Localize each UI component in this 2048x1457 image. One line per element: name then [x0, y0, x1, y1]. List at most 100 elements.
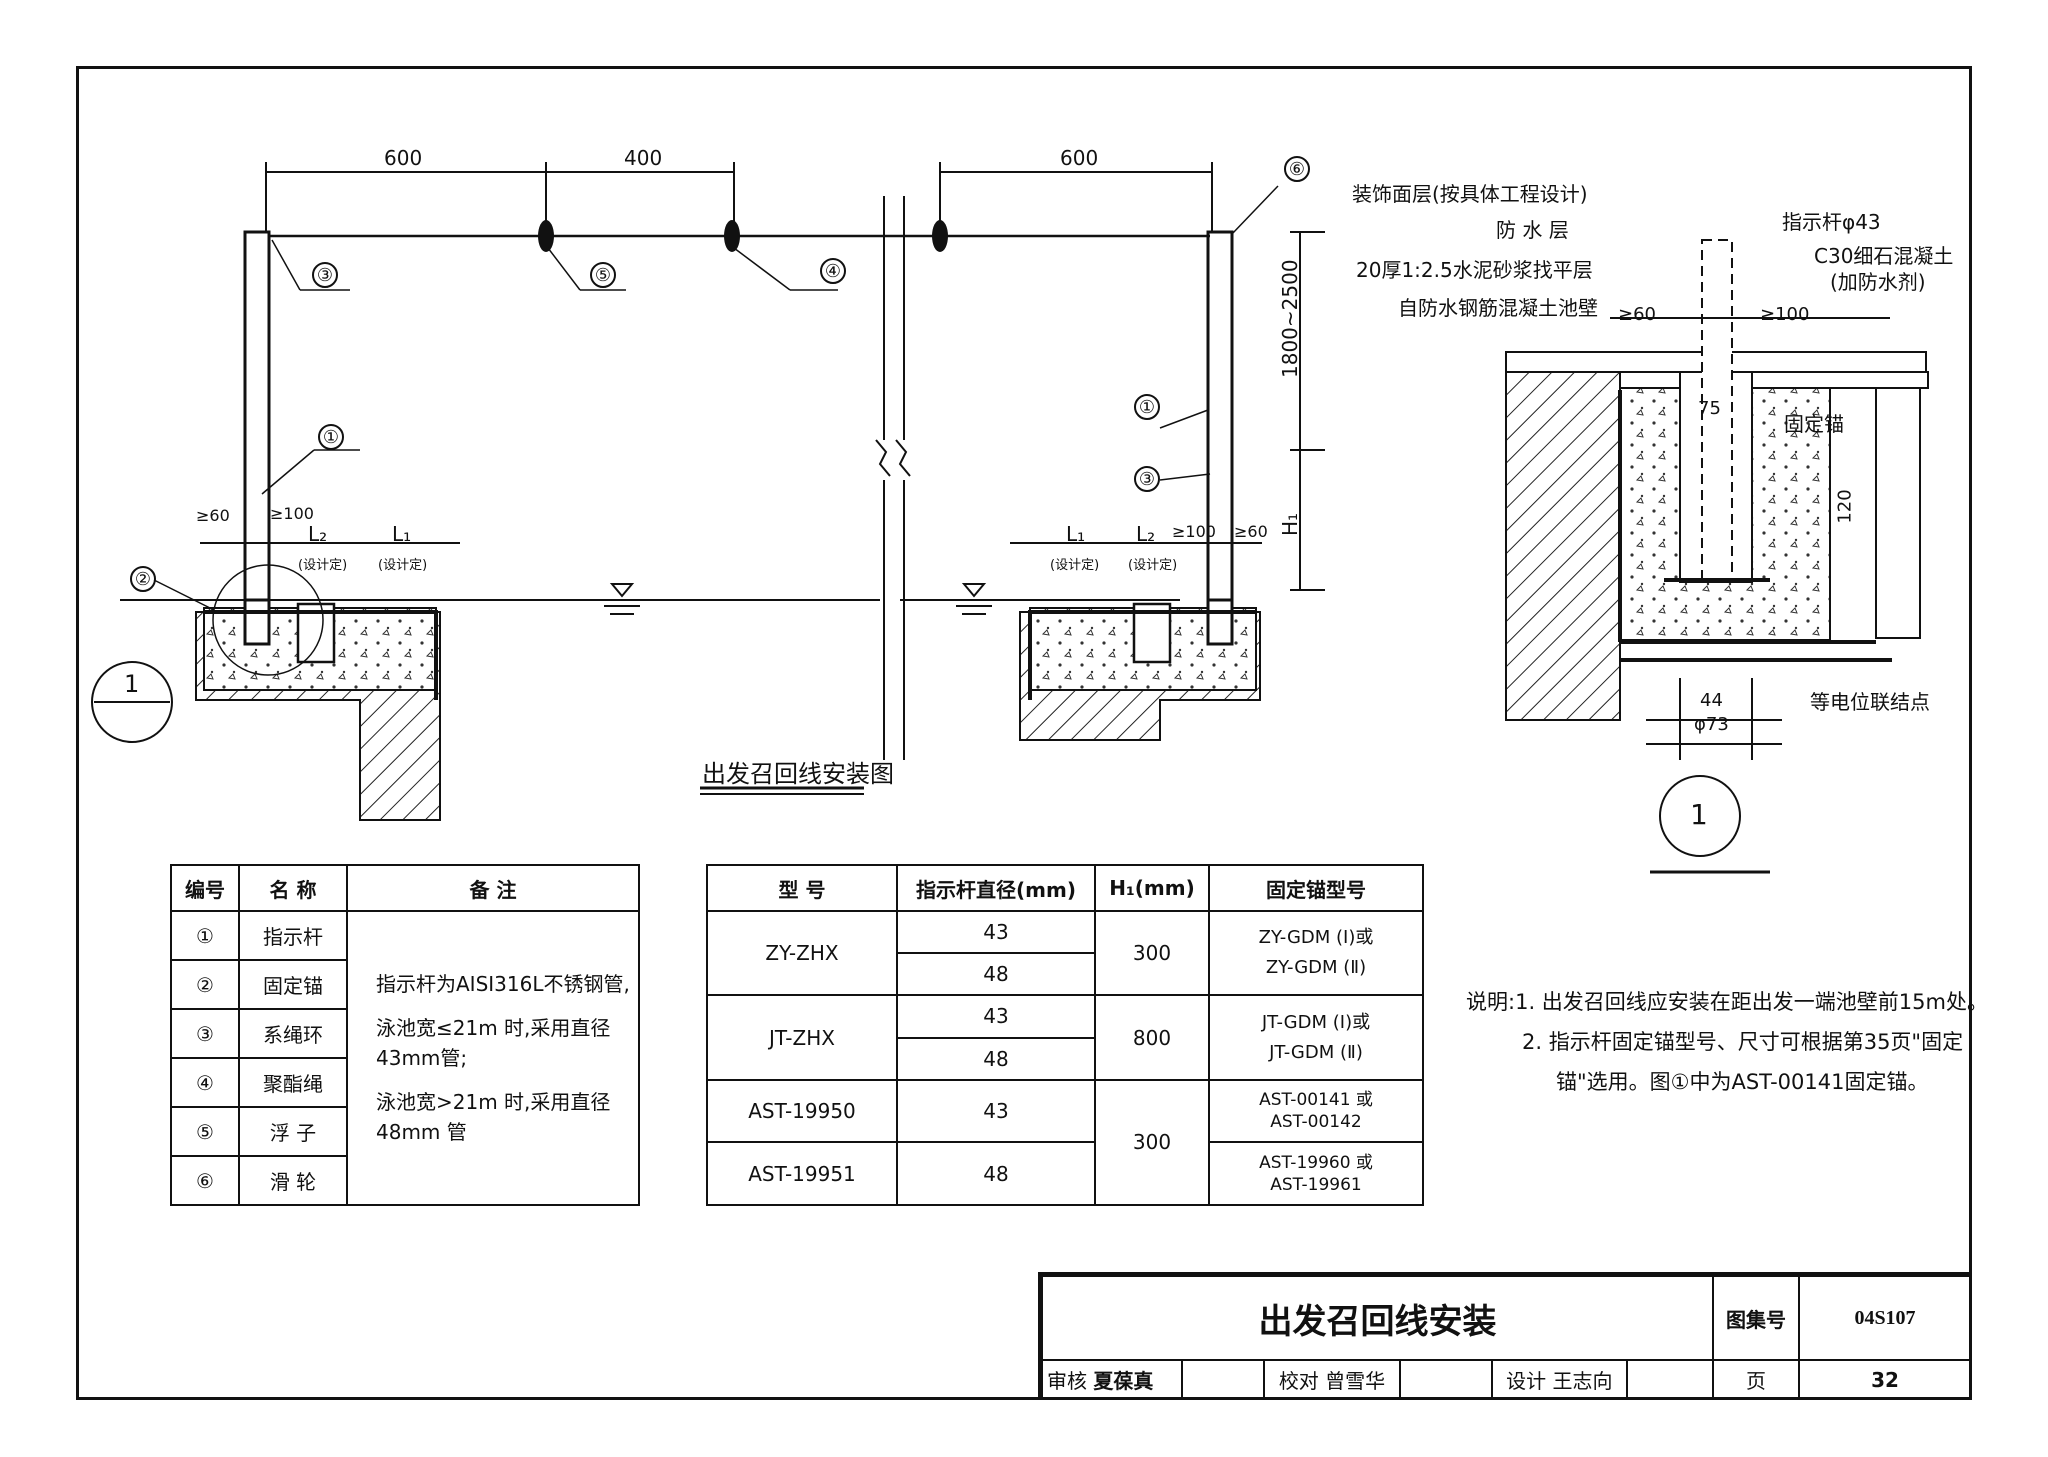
- h1-value: 300: [1094, 909, 1210, 997]
- notes: 说明:1. 出发召回线应安装在距出发一端池壁前15m处。 2. 指示杆固定锚型号…: [1466, 982, 1988, 1102]
- anchor-line: AST-00141 或: [1259, 1090, 1373, 1111]
- dim-l2-right: L₂: [1136, 522, 1156, 546]
- dim-600-right: 600: [1060, 146, 1099, 170]
- table-row: AST-19950 43 300 AST-00141 或 AST-00142: [706, 1078, 1424, 1207]
- dim-min100-right: ≥100: [1172, 522, 1216, 541]
- part-no: ⑤: [170, 1106, 240, 1157]
- part-no: ①: [170, 910, 240, 961]
- table-row: AST-19951 48 AST-19960 或 AST-19961: [706, 1141, 1424, 1206]
- model-table-header: 型 号 指示杆直径(mm) H₁(mm) 固定锚型号: [706, 864, 1424, 912]
- review-label-text: 审核: [1047, 1369, 1087, 1393]
- anchor-model: AST-00141 或 AST-00142: [1208, 1078, 1424, 1144]
- layer-finish: 装饰面层(按具体工程设计): [1352, 182, 1588, 206]
- check-label-text: 校对: [1278, 1369, 1319, 1393]
- detail-dim-120: 120: [1834, 489, 1856, 524]
- model-name: AST-19950: [706, 1078, 898, 1144]
- model-name: ZY-ZHX: [706, 909, 898, 997]
- part-remark: 指示杆为AISI316L不锈钢管, 泳池宽≤21m 时,采用直径 43mm管; …: [346, 910, 640, 1206]
- main-caption: 出发召回线安装图: [702, 760, 894, 788]
- part-name: 固定锚: [238, 959, 348, 1010]
- anchor-line: JT-GDM (Ⅰ)或: [1261, 1011, 1371, 1033]
- remark-line-1: 指示杆为AISI316L不锈钢管,: [376, 972, 630, 996]
- dim-height-range: 1800~2500: [1278, 259, 1302, 378]
- header-h1: H₁(mm): [1094, 864, 1210, 912]
- callout-5: ⑤: [590, 262, 616, 288]
- check-label: 校对 曾雪华: [1263, 1359, 1401, 1400]
- dim-400: 400: [624, 146, 663, 170]
- callout-6: ⑥: [1284, 156, 1310, 182]
- dim-600-left: 600: [384, 146, 423, 170]
- detail-dim-75: 75: [1698, 398, 1721, 419]
- page-number: 32: [1798, 1359, 1972, 1400]
- anchor-line: JT-GDM (Ⅱ): [1269, 1041, 1363, 1063]
- header-name: 名 称: [238, 864, 348, 912]
- rod-diameter: 43: [896, 994, 1096, 1039]
- anchor-line: AST-00142: [1270, 1112, 1362, 1133]
- model-name: AST-19951: [706, 1141, 898, 1206]
- rod-diameter: 48: [896, 952, 1096, 997]
- rod-diameter: 43: [896, 909, 1096, 955]
- dim-l1-left: L₁: [392, 522, 412, 546]
- table-row: ① 指示杆 指示杆为AISI316L不锈钢管, 泳池宽≤21m 时,采用直径 4…: [170, 910, 640, 1206]
- callout-3-left: ③: [312, 262, 338, 288]
- part-name: 滑 轮: [238, 1155, 348, 1206]
- remark-line-2: 泳池宽≤21m 时,采用直径: [376, 1016, 611, 1040]
- table-row: 48: [707, 1036, 1423, 1081]
- part-no: ④: [170, 1057, 240, 1108]
- header-diameter: 指示杆直径(mm): [896, 864, 1096, 912]
- drawing-title: 出发召回线安装: [1041, 1275, 1714, 1361]
- page-label: 页: [1712, 1359, 1800, 1400]
- detail-rod: 指示杆φ43: [1782, 210, 1881, 234]
- remark-line-5: 48mm 管: [376, 1120, 467, 1144]
- callout-4: ④: [820, 258, 846, 284]
- note-1: 说明:1. 出发召回线应安装在距出发一端池壁前15m处。: [1466, 982, 1988, 1022]
- anchor-line: AST-19960 或: [1259, 1152, 1373, 1173]
- atlas-label: 图集号: [1712, 1275, 1800, 1361]
- rod-diameter: 48: [896, 1036, 1096, 1081]
- parts-table: 编号 名 称 备 注 ① 指示杆 指示杆为AISI316L不锈钢管, 泳池宽≤2…: [170, 864, 640, 1206]
- dim-min60-right: ≥60: [1234, 522, 1268, 541]
- note-2a: 2. 指示杆固定锚型号、尺寸可根据第35页"固定: [1522, 1030, 1964, 1054]
- design-label: 设计 王志向: [1490, 1359, 1629, 1400]
- atlas-number: 04S107: [1798, 1275, 1972, 1361]
- detail-anchor: 固定锚: [1784, 412, 1844, 436]
- detail-min60: ≥60: [1618, 304, 1656, 325]
- anchor-line: AST-19961: [1270, 1174, 1362, 1195]
- dim-design-left-1: (设计定): [298, 558, 348, 573]
- section-label: 1: [124, 670, 140, 698]
- design-name: 王志向: [1552, 1369, 1613, 1393]
- part-name: 聚酯绳: [238, 1057, 348, 1108]
- header-model: 型 号: [706, 864, 898, 912]
- part-no: ②: [170, 959, 240, 1010]
- detail-dim-44: 44: [1700, 690, 1723, 711]
- callout-3-right: ③: [1134, 466, 1160, 492]
- note-1-text: 1. 出发召回线应安装在距出发一端池壁前15m处。: [1515, 990, 1988, 1014]
- anchor-line: ZY-GDM (Ⅰ)或: [1258, 927, 1374, 949]
- check-signature: [1398, 1359, 1493, 1400]
- anchor-model: AST-19960 或 AST-19961: [1208, 1141, 1424, 1206]
- drawing-frame: [76, 66, 1972, 1400]
- remark-line-3: 43mm管;: [376, 1046, 468, 1070]
- detail-label: 1: [1690, 798, 1708, 831]
- table-row: ZY-ZHX 43 300 ZY-GDM (Ⅰ)或 ZY-GDM (Ⅱ): [706, 909, 1424, 997]
- detail-concrete-2: (加防水剂): [1830, 270, 1926, 294]
- detail-min100: ≥100: [1760, 304, 1810, 325]
- part-no: ⑥: [170, 1155, 240, 1206]
- title-block: 出发召回线安装 图集号 04S107 审核 夏葆真 校对 曾雪华 设计 王志向 …: [1038, 1272, 1972, 1400]
- layer-wall: 自防水钢筋混凝土池壁: [1398, 296, 1598, 320]
- table-row: JT-ZHX 43 800 JT-GDM (Ⅰ)或 JT-GDM (Ⅱ): [706, 994, 1424, 1081]
- notes-label: 说明:: [1466, 990, 1516, 1014]
- table-row: 48: [707, 952, 1423, 997]
- dim-min100-left: ≥100: [270, 504, 314, 523]
- detail-bond: 等电位联结点: [1810, 690, 1930, 714]
- rod-diameter: 48: [896, 1141, 1096, 1206]
- callout-2: ②: [130, 566, 156, 592]
- header-anchor: 固定锚型号: [1208, 864, 1424, 912]
- parts-table-header: 编号 名 称 备 注: [170, 864, 640, 912]
- part-name: 指示杆: [238, 910, 348, 961]
- anchor-line: ZY-GDM (Ⅱ): [1265, 957, 1367, 979]
